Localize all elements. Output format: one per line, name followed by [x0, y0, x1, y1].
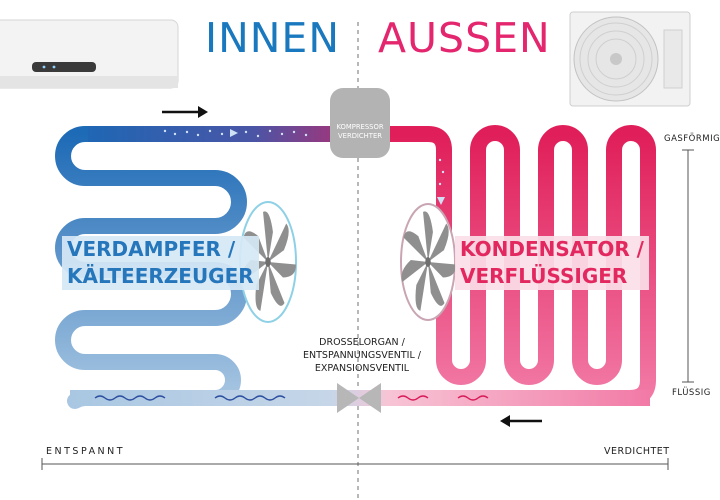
compressor-label: KOMPRESSOR VERDICHTER — [330, 123, 390, 141]
indoor-unit-image — [0, 19, 179, 89]
valve-label-line2: ENTSPANNUNGSVENTIL / — [303, 350, 421, 361]
relaxed-label: ENTSPANNT — [46, 446, 126, 457]
outdoor-unit-image — [569, 11, 691, 107]
evaporator-label: VERDAMPFER / KÄLTEERZEUGER — [62, 236, 259, 290]
liquid-flow-waves — [94, 395, 489, 401]
valve-label-line3: EXPANSIONSVENTIL — [314, 363, 410, 374]
outdoor-title: AUSSEN — [378, 14, 551, 62]
gas-flow-dots — [163, 129, 445, 205]
indoor-title: INNEN — [205, 14, 341, 62]
compressor-label-line1: KOMPRESSOR — [336, 123, 384, 131]
expansion-valve-label: DROSSELORGAN / ENTSPANNUNGSVENTIL / EXPA… — [282, 336, 442, 375]
condenser-fan-icon — [400, 203, 456, 321]
compressor-label-line2: VERDICHTER — [338, 132, 382, 140]
condenser-label-line2: VERFLÜSSIGER — [460, 264, 628, 288]
expansion-valve — [337, 383, 381, 413]
state-scale — [682, 149, 694, 383]
evaporator-label-line1: VERDAMPFER / — [67, 237, 236, 261]
pressure-axis — [41, 458, 669, 470]
flow-arrow-left-icon — [500, 415, 542, 427]
condenser-label-line1: KONDENSATOR / — [460, 237, 644, 261]
flow-arrow-right-icon — [162, 106, 208, 118]
valve-label-line1: DROSSELORGAN / — [319, 337, 405, 348]
evaporator-label-line2: KÄLTEERZEUGER — [67, 264, 254, 288]
compressed-label: VERDICHTET — [604, 446, 670, 457]
compressor-box — [330, 88, 390, 158]
gaseous-label: GASFÖRMIG — [664, 134, 720, 144]
suction-line — [88, 126, 388, 142]
condenser-label: KONDENSATOR / VERFLÜSSIGER — [455, 236, 649, 290]
liquid-label: FLÜSSIG — [672, 388, 711, 398]
